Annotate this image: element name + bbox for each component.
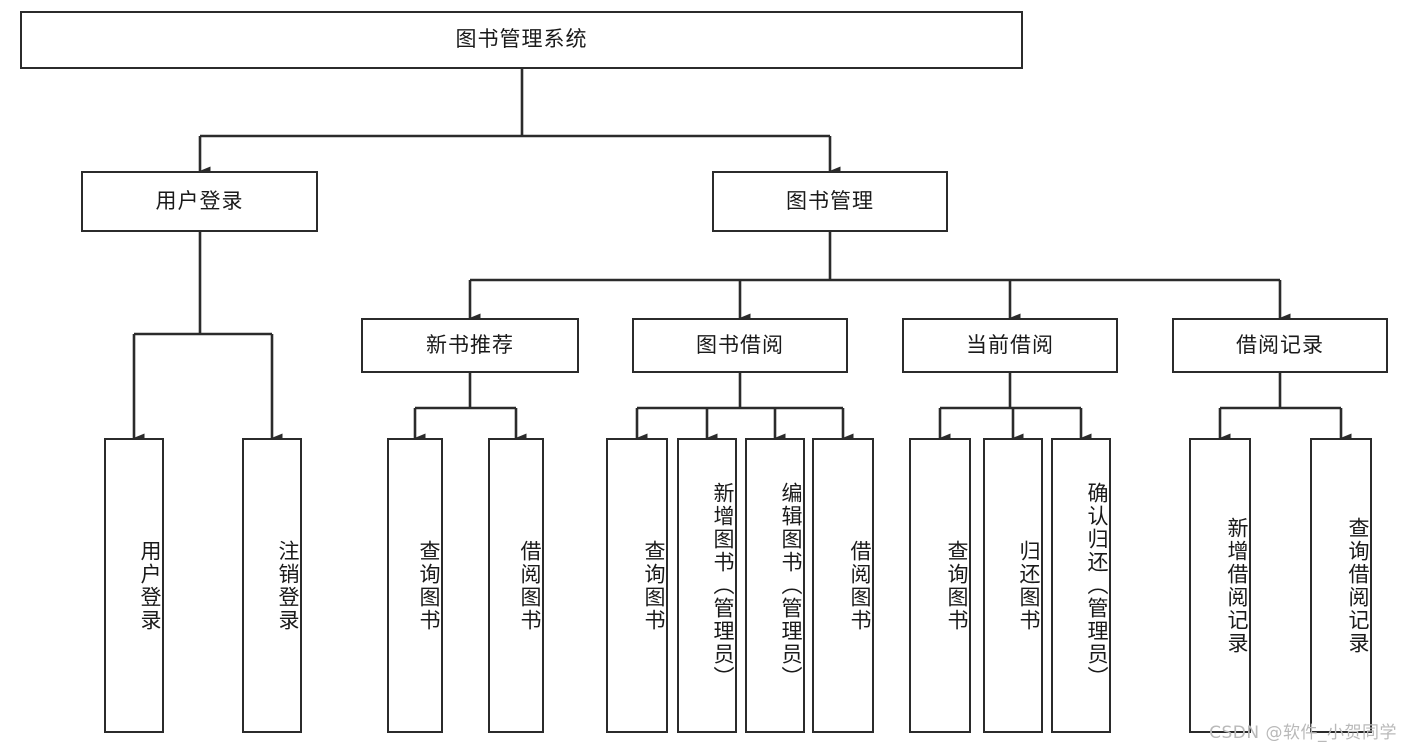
node-borrow-record[interactable]: 借阅记录	[1172, 318, 1388, 373]
node-leaf-rec-query[interactable]: 查询图书	[387, 438, 443, 733]
node-label: 当前借阅	[966, 332, 1054, 357]
node-label: 新增图书（管理员）	[711, 482, 735, 689]
node-label: 查询借阅记录	[1346, 516, 1370, 655]
node-leaf-user-login[interactable]: 用户登录	[104, 438, 164, 733]
node-label: 用户登录	[138, 539, 162, 632]
node-label: 用户登录	[155, 188, 244, 213]
node-label: 编辑图书（管理员）	[779, 482, 803, 689]
node-leaf-br-add[interactable]: 新增借阅记录	[1189, 438, 1251, 733]
node-leaf-bb-borrow[interactable]: 借阅图书	[812, 438, 874, 733]
node-label: 归还图书	[1017, 539, 1041, 632]
node-label: 图书管理系统	[455, 27, 588, 52]
node-label: 图书借阅	[696, 332, 784, 357]
node-label: 借阅记录	[1236, 332, 1324, 357]
node-root[interactable]: 图书管理系统	[20, 11, 1023, 69]
node-label: 确认归还（管理员）	[1085, 482, 1109, 689]
node-label: 借阅图书	[848, 539, 872, 632]
node-leaf-cb-confirm[interactable]: 确认归还（管理员）	[1051, 438, 1111, 733]
node-leaf-cb-query[interactable]: 查询图书	[909, 438, 971, 733]
node-current-borrow[interactable]: 当前借阅	[902, 318, 1118, 373]
node-label: 借阅图书	[518, 539, 542, 632]
node-label: 查询图书	[642, 539, 666, 632]
node-book-borrow[interactable]: 图书借阅	[632, 318, 848, 373]
node-label: 注销登录	[276, 539, 300, 632]
node-leaf-bb-query[interactable]: 查询图书	[606, 438, 668, 733]
node-leaf-rec-borrow[interactable]: 借阅图书	[488, 438, 544, 733]
node-leaf-bb-edit[interactable]: 编辑图书（管理员）	[745, 438, 805, 733]
node-label: 查询图书	[417, 539, 441, 632]
node-leaf-bb-add[interactable]: 新增图书（管理员）	[677, 438, 737, 733]
node-user-login[interactable]: 用户登录	[81, 171, 318, 232]
node-label: 新书推荐	[426, 332, 514, 357]
node-leaf-user-logout[interactable]: 注销登录	[242, 438, 302, 733]
node-label: 新增借阅记录	[1225, 516, 1249, 655]
node-label: 查询图书	[945, 539, 969, 632]
node-book-mgmt[interactable]: 图书管理	[712, 171, 948, 232]
node-new-book-rec[interactable]: 新书推荐	[361, 318, 579, 373]
node-leaf-br-query[interactable]: 查询借阅记录	[1310, 438, 1372, 733]
node-label: 图书管理	[786, 188, 874, 213]
node-leaf-cb-return[interactable]: 归还图书	[983, 438, 1043, 733]
